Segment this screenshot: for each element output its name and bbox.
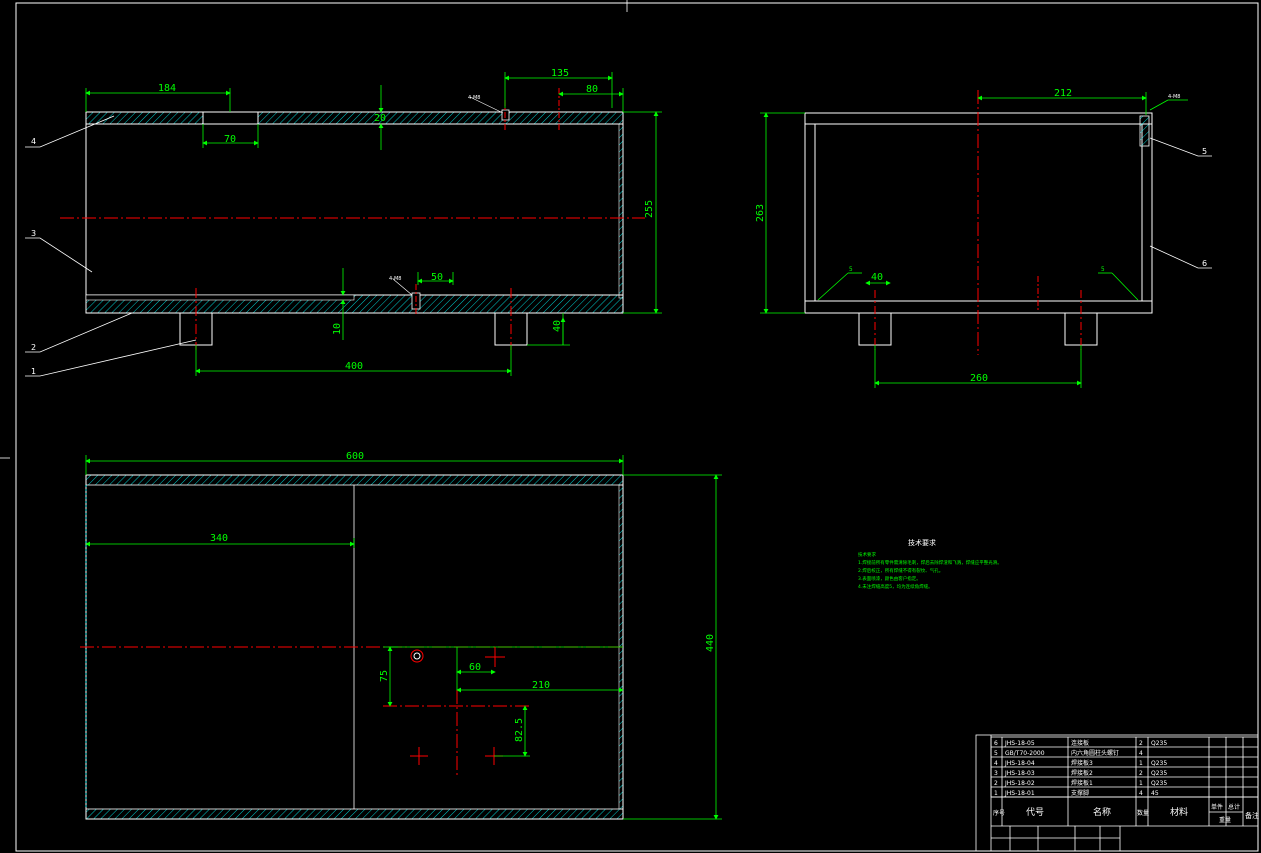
title-block (975, 734, 1259, 852)
dim-40-foot: 40 (552, 320, 563, 332)
balloon-3: 3 (31, 229, 36, 238)
tb-cell-qty: 1 (1139, 760, 1143, 767)
side-hole-callout: 4-M8 (1168, 94, 1180, 100)
tb-cell-code: GB/T70-2000 (1005, 750, 1045, 757)
title-block-header: 序号 代号 名称 数量 材料 单件 总计 重量 备注 (993, 803, 1259, 824)
dim-40-side: 40 (871, 272, 883, 283)
tb-header-seq: 序号 (993, 809, 1005, 817)
tb-cell-seq: 2 (994, 780, 998, 787)
dim-400: 400 (345, 361, 363, 372)
tb-cell-seq: 1 (994, 790, 998, 797)
balloon-4: 4 (31, 137, 36, 146)
tech-note-1: 1.焊接前所有零件需清除毛刺，焊后去除焊渣和飞溅，焊缝应平整光滑。 (858, 559, 1002, 566)
tech-note-4: 4.未注焊缝高度5，均为连续角焊缝。 (858, 583, 933, 590)
tb-header-remark: 备注 (1245, 811, 1259, 820)
dim-212: 212 (1054, 88, 1072, 99)
tech-note-2: 2.焊后校正，所有焊缝不得有裂纹、气孔。 (858, 567, 943, 574)
tb-cell-qty: 1 (1139, 780, 1143, 787)
top-slot (202, 111, 259, 125)
tb-cell-name: 焊接板1 (1071, 779, 1093, 787)
sheet-border (15, 2, 1259, 852)
tb-cell-seq: 3 (994, 770, 998, 777)
tb-header-qty: 数量 (1137, 809, 1149, 817)
dim-50: 50 (431, 272, 443, 283)
tb-cell-code: JHS-18-02 (1004, 780, 1035, 787)
dim-210: 210 (532, 680, 550, 691)
tb-cell-qty: 2 (1139, 770, 1143, 777)
tb-cell-material: Q235 (1151, 760, 1167, 767)
dim-600: 600 (346, 451, 364, 462)
front-view: 184 70 135 80 20 255 50 10 40 400 4-M8 4… (25, 68, 662, 377)
top-plate (85, 111, 624, 125)
dim-340: 340 (210, 533, 228, 544)
dim-255: 255 (644, 200, 655, 218)
tb-cell-name: 连接板 (1071, 739, 1089, 747)
tech-note-0: 技术要求 (858, 551, 876, 558)
tech-note-3: 3.表面喷漆，颜色由客户指定。 (858, 575, 921, 582)
tb-cell-seq: 6 (994, 740, 998, 747)
dim-80: 80 (586, 84, 598, 95)
tb-cell-material: Q235 (1151, 740, 1167, 747)
technical-requirements: 技术要求 技术要求 1.焊接前所有零件需清除毛刺，焊后去除焊渣和飞溅，焊缝应平整… (858, 538, 1002, 590)
hole-callout-bottom: 4-M8 (389, 276, 401, 282)
tb-cell-name: 焊接板2 (1071, 769, 1093, 777)
tb-cell-name: 焊接板3 (1071, 759, 1093, 767)
tech-notes-title: 技术要求 (908, 538, 936, 547)
tb-cell-code: JHS-18-01 (1004, 790, 1035, 797)
tb-cell-name: 支撑脚 (1071, 789, 1089, 797)
tb-cell-name: 内六角圆柱头螺钉 (1071, 749, 1119, 757)
dim-82-5: 82.5 (514, 718, 525, 742)
top-hole-circle (410, 649, 424, 663)
tb-cell-material: Q235 (1151, 770, 1167, 777)
tb-cell-qty: 4 (1139, 790, 1143, 797)
dim-20-top: 20 (374, 113, 386, 124)
tb-header-name: 名称 (1093, 806, 1111, 818)
tb-cell-code: JHS-18-03 (1004, 770, 1035, 777)
hole-callout-top: 4-M8 (468, 95, 480, 101)
weld-left: 5 (849, 266, 853, 273)
tb-header-code: 代号 (1026, 807, 1044, 818)
top-view: 600 340 440 60 75 210 82.5 (80, 451, 722, 820)
dim-60: 60 (469, 662, 481, 673)
dim-10: 10 (332, 323, 343, 335)
side-bolt (1139, 115, 1150, 147)
dim-263: 263 (755, 204, 766, 222)
tb-cell-qty: 2 (1139, 740, 1143, 747)
dim-75: 75 (379, 670, 390, 682)
tb-cell-material: Q235 (1151, 780, 1167, 787)
dim-184: 184 (158, 83, 176, 94)
tb-header-unit: 单件 (1211, 803, 1223, 811)
balloon-1: 1 (31, 367, 36, 376)
weld-right: 5 (1101, 266, 1105, 273)
dim-260: 260 (970, 373, 988, 384)
balloon-2: 2 (31, 343, 36, 352)
tb-cell-material: 45 (1151, 790, 1159, 797)
tb-header-weight: 重量 (1219, 816, 1231, 824)
dim-135: 135 (551, 68, 569, 79)
side-view: 5 5 212 263 40 260 4-M8 5 6 (755, 88, 1212, 388)
right-wall (618, 123, 624, 299)
tb-cell-qty: 4 (1139, 750, 1143, 757)
tb-header-material: 材料 (1170, 806, 1188, 818)
dim-440: 440 (705, 634, 716, 652)
tb-cell-code: JHS-18-05 (1004, 740, 1035, 747)
tb-cell-seq: 4 (994, 760, 998, 767)
dim-70: 70 (224, 134, 236, 145)
tb-cell-seq: 5 (994, 750, 998, 757)
balloon-6: 6 (1202, 259, 1207, 268)
balloon-5: 5 (1202, 147, 1207, 156)
tb-cell-code: JHS-18-04 (1004, 760, 1035, 767)
tb-header-total: 总计 (1228, 803, 1240, 811)
